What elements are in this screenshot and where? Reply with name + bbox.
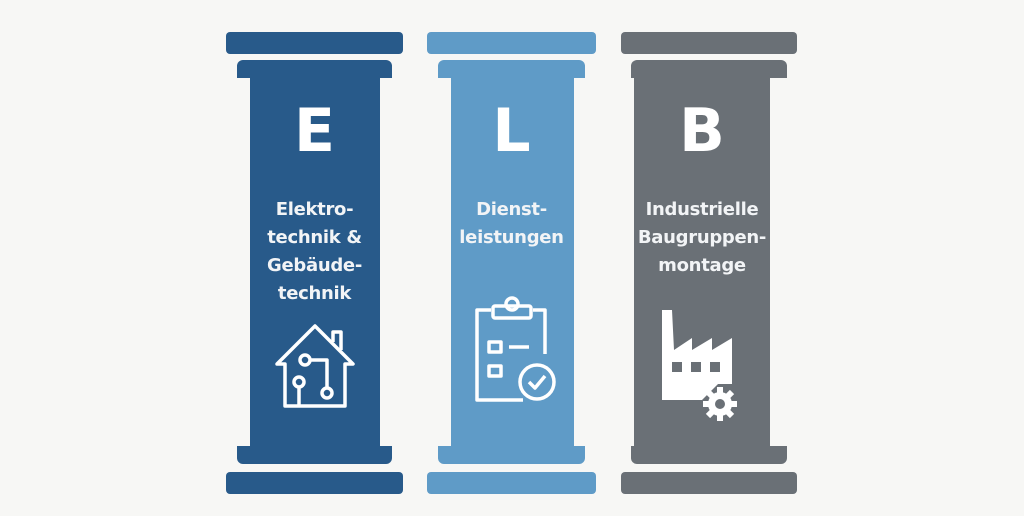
pillar-top-cap	[621, 32, 797, 54]
pillar-bottom-cap	[621, 472, 797, 494]
pillar-shaft	[250, 76, 380, 448]
pillar-capital	[631, 60, 787, 78]
smart-home-circuit-icon	[274, 324, 355, 408]
pillar-base	[237, 446, 392, 464]
factory-gear-icon	[662, 310, 737, 421]
pillar-letter: L	[492, 96, 531, 166]
pillar-top-cap	[226, 32, 403, 54]
pillar-letter: B	[679, 96, 725, 166]
pillar-top-cap	[427, 32, 596, 54]
pillar-base	[438, 446, 585, 464]
pillar-elektrotechnik: E Elektro- technik & Gebäude- technik	[226, 32, 403, 494]
pillar-letter: E	[294, 96, 335, 166]
pillar-dienstleistungen: L Dienst- leistungen	[427, 32, 596, 494]
pillar-label: Elektro- technik & Gebäude- technik	[267, 199, 362, 304]
pillar-capital	[438, 60, 585, 78]
pillar-bottom-cap	[427, 472, 596, 494]
clipboard-check-icon	[474, 296, 556, 402]
pillar-capital	[237, 60, 392, 78]
pillar-base	[631, 446, 787, 464]
pillar-baugruppenmontage: B Industrielle Baugruppen- montage	[621, 32, 797, 494]
pillar-label: Industrielle Baugruppen- montage	[637, 199, 767, 276]
pillar-label: Dienst- leistungen	[459, 199, 564, 248]
pillar-bottom-cap	[226, 472, 403, 494]
